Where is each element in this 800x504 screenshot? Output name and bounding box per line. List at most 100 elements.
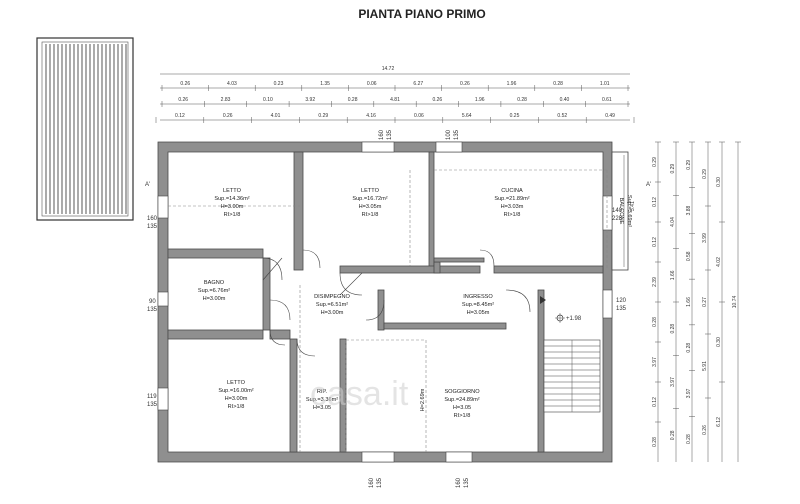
svg-text:INGRESSO: INGRESSO [463,294,493,300]
svg-text:RI>1/8: RI>1/8 [224,212,241,218]
dim-row2-label: 3.92 [305,97,315,103]
svg-text:135: 135 [147,402,158,408]
right-dim-label: 0.12 [652,197,658,207]
right-dim-label: 0.28 [686,434,692,444]
svg-text:135: 135 [147,307,158,313]
watermark-logo: casa.it [310,375,409,413]
dim-row3-label: 0.12 [175,113,185,119]
svg-text:CUCINA: CUCINA [501,188,523,194]
svg-text:+1.98: +1.98 [566,316,582,322]
dim-row3-label: 4.01 [271,113,281,119]
dim-row2-label: 0.61 [602,97,612,103]
dim-row2-label: 0.40 [560,97,570,103]
right-dim-label: 0.28 [652,437,658,447]
windows [157,141,613,463]
dim-row3-label: 0.49 [605,113,615,119]
right-dim-label: 1.66 [670,270,676,280]
dim-row3-label: 5.64 [462,113,472,119]
right-dim-label: 3.88 [686,205,692,215]
dim-row1-label: 4.03 [227,81,237,87]
dim-row1-label: 0.23 [274,81,284,87]
room-ingresso: INGRESSO Sup.=8.45m² H=3.05m [462,294,494,316]
svg-text:Sup.=14.36m²: Sup.=14.36m² [214,196,249,202]
svg-text:RI>1/8: RI>1/8 [504,212,521,218]
svg-text:135: 135 [454,129,460,140]
room-disimpegno: DISIMPEGNO Sup.=6.51m² H=3.00m [314,294,350,316]
dim-row3-label: 0.25 [510,113,520,119]
svg-text:90: 90 [149,299,156,305]
right-dim-label: 0.12 [652,397,658,407]
dim-row3-label: 0.52 [557,113,567,119]
dim-row3-label: 4.16 [366,113,376,119]
dim-row2-label: 0.26 [432,97,442,103]
svg-text:135: 135 [464,477,470,488]
svg-text:Sup.=16.00m²: Sup.=16.00m² [218,388,253,394]
arrow-icon [540,296,546,304]
right-dim-label: 3.97 [652,357,658,367]
window-labels: 160 135 100 135 160 135 90 135 119 135 1… [147,129,627,488]
right-dim-label: 0.28 [670,430,676,440]
right-note-341: 3.41 [630,201,636,211]
dim-row1-label: 0.28 [553,81,563,87]
svg-text:H=3.03m: H=3.03m [501,204,524,210]
svg-text:H=3.05m: H=3.05m [467,310,490,316]
dim-row3-label: 0.06 [414,113,424,119]
svg-text:Sup.=6.76m²: Sup.=6.76m² [198,288,230,294]
svg-text:135: 135 [387,129,393,140]
doors [262,249,531,357]
dim-row1-label: 1.01 [600,81,610,87]
svg-text:Sup.=6.51m²: Sup.=6.51m² [316,302,348,308]
staircase [543,339,601,413]
svg-text:Sup.=3.36m²: Sup.=3.36m² [306,397,338,403]
right-dimensions: 0.290.120.122.390.283.970.120.280.294.04… [652,141,741,462]
room-letto-2: LETTO Sup.=16.72m² H=3.05m RI>1/8 [352,188,387,218]
right-dim-label: 10.74 [732,296,738,309]
room-ripostiglio: RIP. Sup.=3.36m² H=3.05 [306,389,338,411]
room-cucina: CUCINA Sup.=21.89m² H=3.03m RI>1/8 [494,188,529,218]
right-dim-label: 3.97 [686,388,692,398]
svg-text:135: 135 [616,306,627,312]
right-dim-label: 0.29 [652,157,658,167]
right-dim-label: 0.28 [670,324,676,334]
right-dim-label: 0.29 [686,160,692,170]
svg-text:H=3.00m: H=3.00m [221,204,244,210]
dim-row1-label: 1.35 [320,81,330,87]
plan-title: PIANTA PIANO PRIMO [358,7,485,21]
balcone-label: BALCONE Sup.=3.69m² [618,195,632,227]
svg-text:H=3.00m: H=3.00m [203,296,226,302]
svg-text:228: 228 [612,216,623,222]
svg-text:H=3.00m: H=3.00m [321,310,344,316]
right-dim-label: 0.30 [716,337,722,347]
svg-text:LETTO: LETTO [223,188,242,194]
svg-text:RIP.: RIP. [317,389,328,395]
svg-text:160: 160 [369,477,375,488]
svg-text:Sup.=16.72m²: Sup.=16.72m² [352,196,387,202]
svg-text:H=3.05: H=3.05 [313,405,331,411]
dim-row2-label: 0.26 [178,97,188,103]
stair-height-label: H=2.69m [420,388,426,411]
level-marker: +1.98 [555,313,582,323]
roof-hatch-drawing [36,37,134,221]
svg-text:H=3.05m: H=3.05m [359,204,382,210]
right-dim-label: 5.91 [702,361,708,371]
svg-text:140: 140 [612,208,623,214]
svg-text:H=3.05: H=3.05 [453,405,471,411]
room-letto-1: LETTO Sup.=14.36m² H=3.00m RI>1/8 [214,188,249,218]
room-letto-3: LETTO Sup.=16.00m² H=3.00m RI>1/8 [218,380,253,410]
svg-text:160: 160 [147,216,158,222]
dashed-lines [168,169,608,452]
svg-text:160: 160 [379,129,385,140]
right-dim-label: 0.26 [702,425,708,435]
room-soggiorno: SOGGIORNO Sup.=24.89m² H=3.05 RI>1/8 [444,389,480,419]
right-dim-label: 0.29 [670,164,676,174]
dim-row3-label: 0.26 [223,113,233,119]
svg-text:120: 120 [616,298,627,304]
right-dim-label: 1.66 [686,297,692,307]
section-mark-left: A' [145,182,150,188]
svg-text:DISIMPEGNO: DISIMPEGNO [314,294,350,300]
right-dim-label: 2.39 [652,277,658,287]
dim-row1-label: 0.06 [367,81,377,87]
svg-text:Sup.=8.45m²: Sup.=8.45m² [462,302,494,308]
